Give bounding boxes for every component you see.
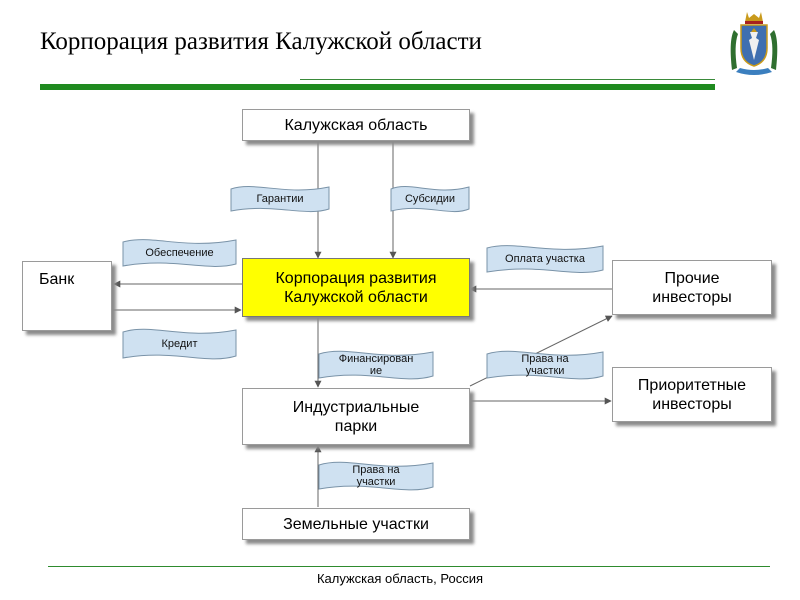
header-thin-rule	[300, 79, 715, 80]
page-title: Корпорация развития Калужской области	[40, 28, 482, 55]
industrial-parks-node: Индустриальные парки	[242, 388, 470, 445]
flow-label-text: Финансирован ие	[338, 353, 414, 377]
corporation-node: Корпорация развития Калужской области	[242, 258, 470, 317]
flow-label-text: Кредит	[161, 338, 198, 350]
flow-label-plot-payment: Оплата участка	[486, 242, 604, 276]
flow-label-plot-rights-investors: Права на участки	[486, 347, 604, 383]
coat-of-arms-icon	[730, 12, 778, 75]
land-plots-node: Земельные участки	[242, 508, 470, 540]
flow-label-financing: Финансирован ие	[318, 347, 434, 383]
footer-text: Калужская область, Россия	[316, 571, 484, 586]
bank-node: Банк	[22, 261, 112, 331]
footer-rule	[48, 566, 770, 567]
flow-label-text: Права на участки	[521, 353, 569, 377]
flow-label-text: Оплата участка	[505, 253, 585, 265]
kaluga-region-node: Калужская область	[242, 109, 470, 141]
flow-label-credit: Кредит	[122, 325, 237, 363]
flow-label-text: Субсидии	[404, 193, 456, 205]
flow-label-text: Права на участки	[352, 464, 400, 488]
header-rule	[40, 80, 715, 92]
flow-label-guarantees: Гарантии	[230, 183, 330, 215]
flow-label-plot-rights-parks: Права на участки	[318, 458, 434, 494]
flow-label-text: Обеспечение	[145, 247, 214, 259]
priority-investors-node: Приоритетные инвесторы	[612, 367, 772, 422]
flow-label-subsidies: Субсидии	[390, 183, 470, 215]
flow-label-collateral: Обеспечение	[122, 236, 237, 270]
other-investors-node: Прочие инвесторы	[612, 260, 772, 315]
flow-label-text: Гарантии	[256, 193, 304, 205]
